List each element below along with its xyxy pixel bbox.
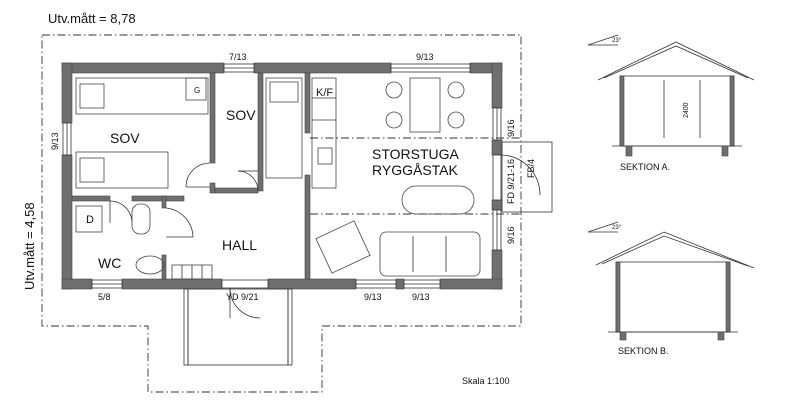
section-b-pitch: 23°: [612, 225, 622, 231]
section-a-pitch: 23°: [612, 38, 622, 44]
window-label-bottom-1: 9/13: [364, 292, 382, 302]
window-label-top-2: 9/13: [416, 52, 434, 62]
room-label-d: D: [86, 214, 94, 226]
outer-width-label: Utv.mått = 8,78: [48, 11, 136, 26]
room-label-sov-left: SOV: [110, 130, 140, 146]
room-label-kf: K/F: [316, 87, 333, 99]
room-label-sov-mid: SOV: [226, 107, 256, 123]
room-label-wc: WC: [98, 255, 121, 271]
side-entrance: [492, 141, 553, 213]
scale-label: Skala 1:100: [462, 376, 510, 386]
room-label-g: G: [194, 86, 200, 95]
room-label-storstuga: STORSTUGA: [372, 146, 460, 162]
outer-depth-label: Utv.mått = 4,58: [22, 202, 37, 290]
furniture: [75, 77, 481, 280]
interior-walls: [71, 72, 311, 280]
exterior-walls: [61, 62, 503, 290]
door-label-front: YD 9/21: [226, 292, 259, 302]
section-a-label: SEKTION A.: [620, 162, 670, 172]
room-label-ryggastak: RYGGÅSTAK: [372, 162, 459, 178]
ridge-lines: [310, 137, 520, 215]
window-label-right-2: 9/16: [506, 226, 516, 244]
window-label-right-1: 9/16: [506, 119, 516, 137]
room-label-hall: HALL: [222, 237, 257, 253]
section-b-drawing: 23° SEKTION B.: [587, 221, 755, 356]
door-label-side: FD 9/21-16: [506, 159, 516, 204]
windows: [62, 63, 502, 289]
roof-outline: [41, 34, 522, 393]
section-b-label: SEKTION B.: [618, 346, 669, 356]
front-porch: [183, 279, 293, 366]
window-label-left: 9/13: [50, 132, 60, 150]
door-label-fb: FB/4: [526, 159, 536, 178]
door-swings: [109, 162, 259, 238]
section-a-height: 2400: [683, 102, 690, 118]
section-a-drawing: 23° 2400 SEKTION A.: [587, 34, 755, 172]
window-label-top-1: 7/13: [229, 52, 247, 62]
window-label-bottom-2: 9/13: [412, 292, 430, 302]
window-label-bottom-wc: 5/8: [98, 292, 111, 302]
